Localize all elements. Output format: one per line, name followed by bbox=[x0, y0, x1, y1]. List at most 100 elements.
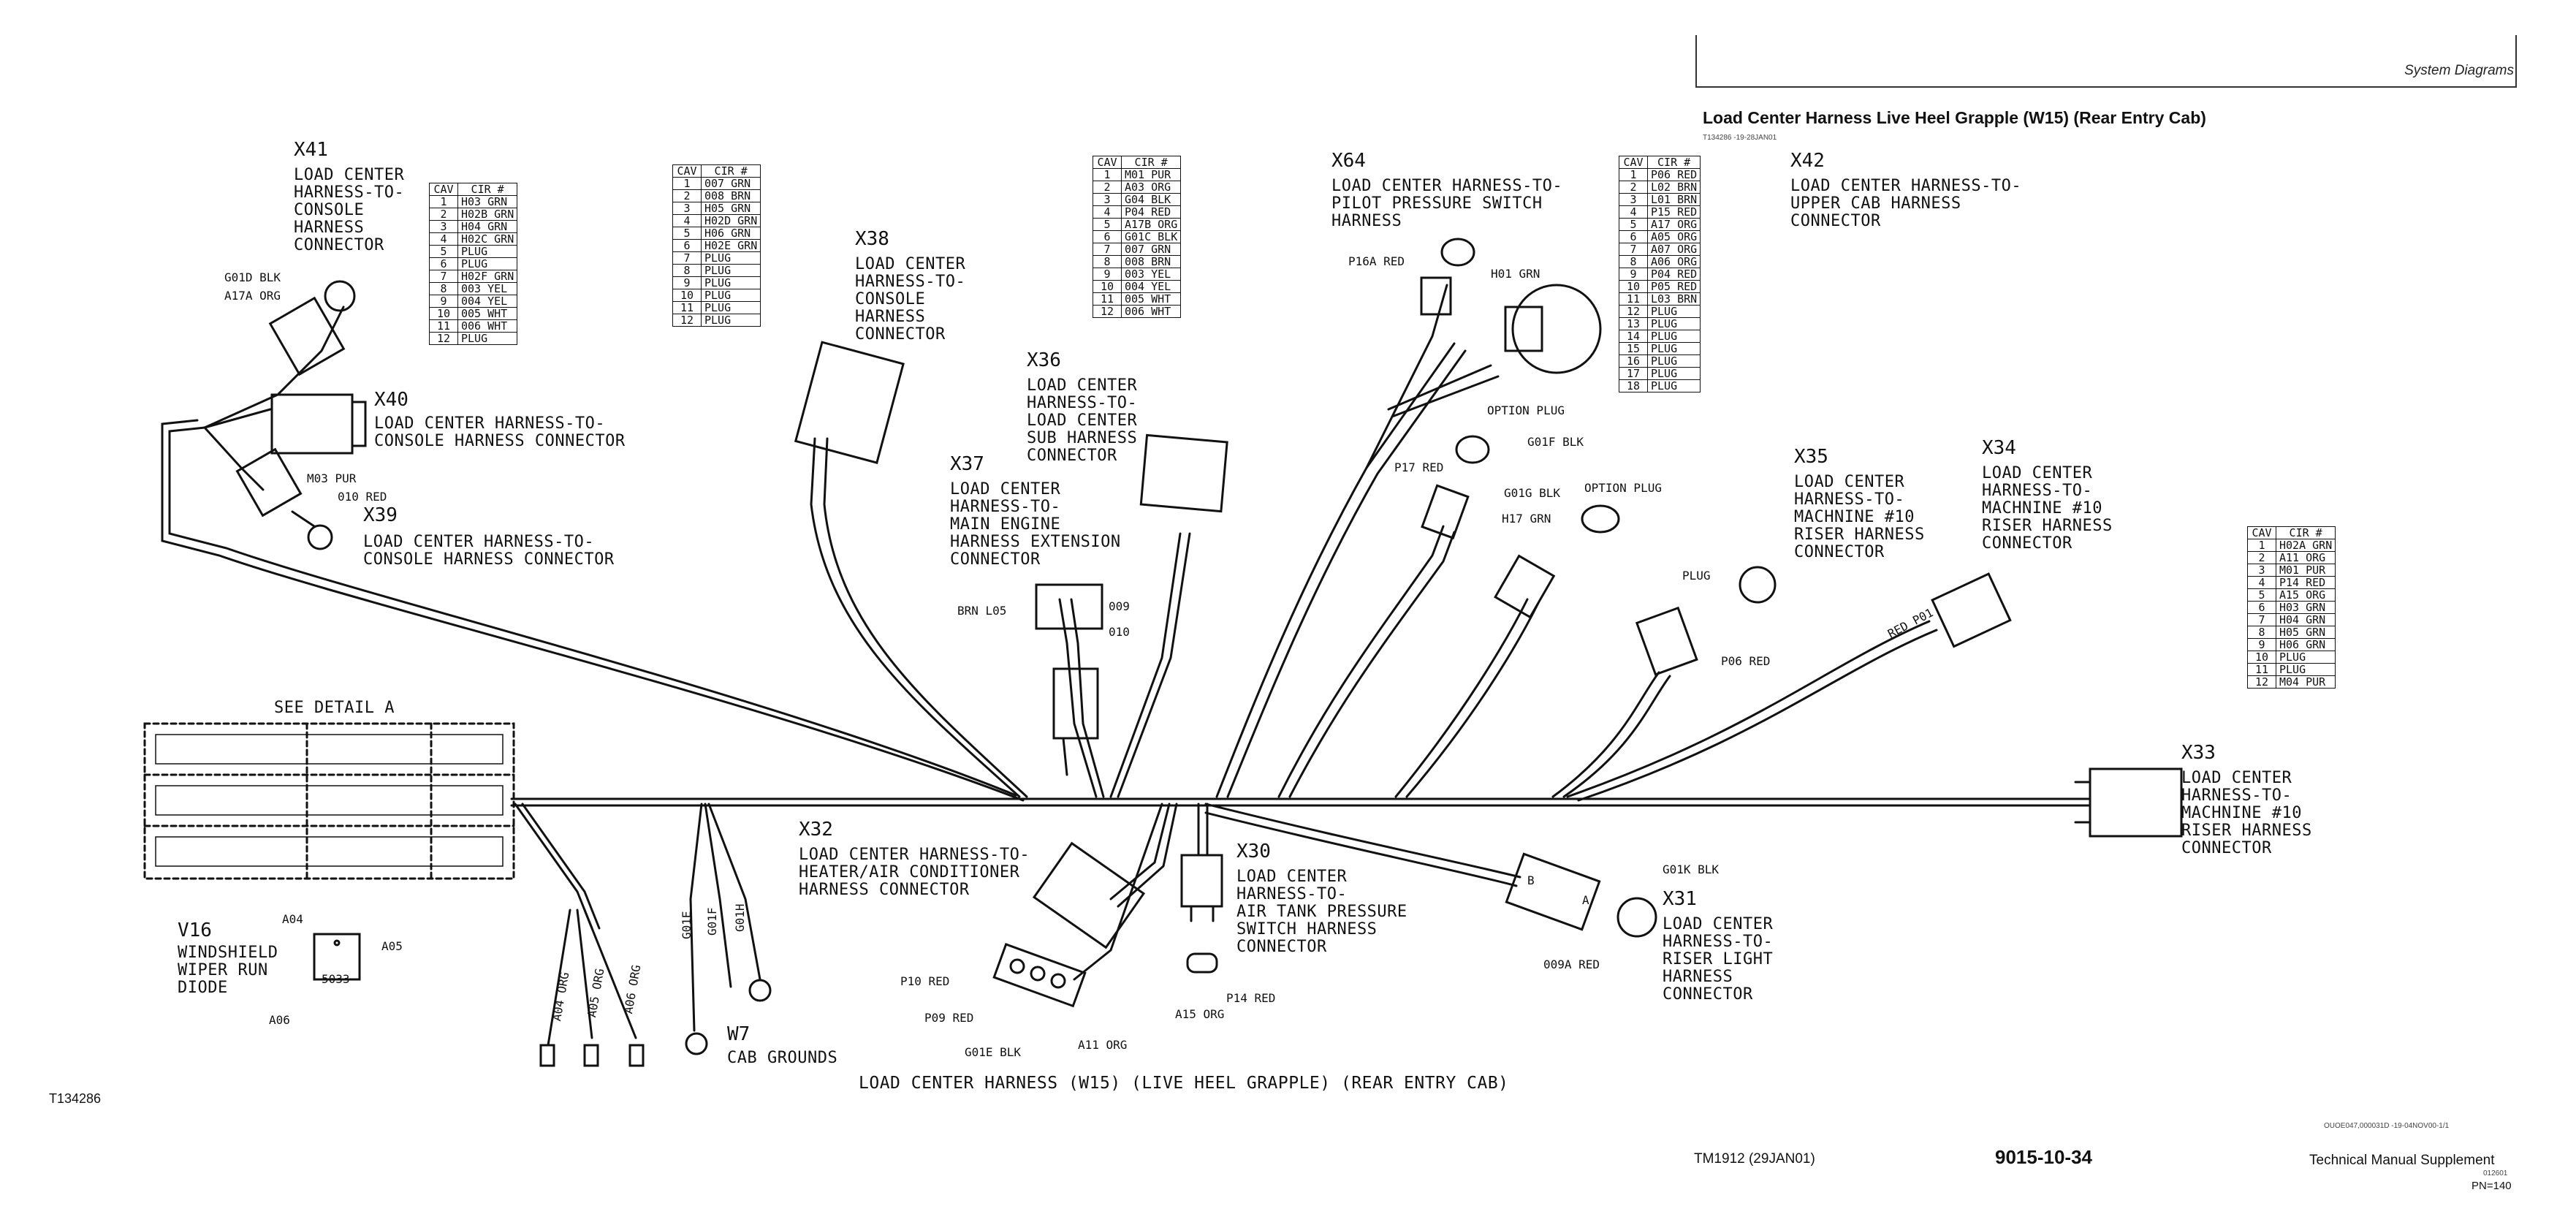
circuit-id: H03 GRN bbox=[457, 195, 518, 208]
wire-p14-red: P14 RED bbox=[1226, 991, 1276, 1005]
x37-id: X37 bbox=[950, 453, 984, 475]
x31-desc: LOAD CENTER HARNESS-TO- RISER LIGHT HARN… bbox=[1663, 915, 1774, 1004]
table-header: CIR # bbox=[1646, 156, 1701, 169]
wire-h17-grn: H17 GRN bbox=[1502, 512, 1551, 526]
cavity-number: 8 bbox=[1093, 255, 1122, 268]
circuit-id: 006 WHT bbox=[457, 319, 518, 333]
cavity-number: 8 bbox=[1619, 255, 1648, 268]
cavity-number: 7 bbox=[429, 270, 458, 283]
wire-g01d-blk: G01D BLK bbox=[224, 270, 281, 284]
cavity-number: 2 bbox=[1619, 181, 1648, 194]
cavity-number: 7 bbox=[1619, 243, 1648, 256]
ground-ring bbox=[685, 1032, 708, 1055]
wire-option-plug-2: OPTION PLUG bbox=[1584, 481, 1662, 495]
cavity-number: 6 bbox=[2247, 601, 2276, 614]
x37-connector bbox=[1035, 583, 1103, 630]
x35-desc: LOAD CENTER HARNESS-TO- MACHNINE #10 RIS… bbox=[1794, 473, 1925, 561]
footer-pn: PN=140 bbox=[2471, 1180, 2512, 1192]
x40-connector bbox=[270, 393, 354, 455]
wire-g01g-blk: G01G BLK bbox=[1504, 486, 1561, 500]
wire-g01e: G01E bbox=[680, 911, 694, 939]
cavity-number: 10 bbox=[429, 307, 458, 320]
x31-connector bbox=[1505, 852, 1601, 931]
wire-p17-red: P17 RED bbox=[1394, 460, 1444, 474]
figure-id: T134286 bbox=[49, 1091, 102, 1106]
x38-id: X38 bbox=[855, 228, 889, 250]
x30-id: X30 bbox=[1236, 841, 1271, 862]
cavity-number: 2 bbox=[2247, 551, 2276, 564]
diagram-title: Load Center Harness Live Heel Grapple (W… bbox=[1703, 108, 2206, 127]
cavity-number: 5 bbox=[2247, 588, 2276, 602]
cavity-number: 7 bbox=[2247, 613, 2276, 626]
wire-g01e-blk: G01E BLK bbox=[965, 1045, 1022, 1059]
circuit-id: PLUG bbox=[700, 314, 761, 327]
detail-a-box bbox=[143, 722, 515, 880]
circuit-id: 008 BRN bbox=[1120, 255, 1182, 268]
x40-desc: LOAD CENTER HARNESS-TO- CONSOLE HARNESS … bbox=[374, 414, 626, 450]
x30-connector bbox=[1180, 854, 1223, 908]
cavity-number: 9 bbox=[2247, 638, 2276, 651]
x42-desc: LOAD CENTER HARNESS-TO- UPPER CAB HARNES… bbox=[1790, 177, 2022, 230]
circuit-id: L01 BRN bbox=[1646, 193, 1701, 206]
cavity-number: 7 bbox=[672, 251, 702, 265]
x33-desc: LOAD CENTER HARNESS-TO- MACHNINE #10 RIS… bbox=[2181, 769, 2312, 857]
circuit-id: PLUG bbox=[2275, 663, 2336, 676]
circuit-id: M04 PUR bbox=[2275, 675, 2336, 689]
cavity-number: 3 bbox=[672, 202, 702, 215]
cavity-number: 2 bbox=[672, 189, 702, 202]
cavity-number: 9 bbox=[429, 295, 458, 308]
circuit-id: 007 GRN bbox=[700, 177, 761, 190]
wire-a05: A05 bbox=[381, 939, 403, 953]
x34-id: X34 bbox=[1982, 437, 2016, 459]
circuit-id: A05 ORG bbox=[1646, 230, 1701, 243]
cavity-number: 7 bbox=[1093, 243, 1122, 256]
circuit-id: P15 RED bbox=[1646, 205, 1701, 219]
circuit-id: PLUG bbox=[1646, 330, 1701, 343]
pin-a-label: A bbox=[1582, 893, 1589, 907]
w7-id: W7 bbox=[727, 1023, 751, 1045]
circuit-id: PLUG bbox=[1646, 379, 1701, 392]
cavity-number: 1 bbox=[1093, 168, 1122, 181]
v16-desc: WINDSHIELD WIPER RUN DIODE bbox=[178, 944, 278, 997]
x64-id: X64 bbox=[1331, 150, 1366, 172]
cavity-number: 8 bbox=[429, 282, 458, 295]
cavity-number: 6 bbox=[429, 257, 458, 270]
circuit-id: H04 GRN bbox=[457, 220, 518, 233]
cavity-number: 12 bbox=[429, 332, 458, 345]
wire-g01f-blk: G01F BLK bbox=[1527, 435, 1584, 449]
cavity-number: 15 bbox=[1619, 342, 1648, 355]
cavity-number: 3 bbox=[1619, 193, 1648, 206]
x36-id: X36 bbox=[1027, 349, 1061, 371]
table-header: CIR # bbox=[700, 164, 761, 178]
cavity-number: 4 bbox=[2247, 576, 2276, 589]
cavity-number: 12 bbox=[1093, 305, 1122, 318]
v16-diode bbox=[313, 933, 361, 981]
circuit-id: H02B GRN bbox=[457, 208, 518, 221]
x64-connector bbox=[1511, 284, 1602, 374]
circuit-id: PLUG bbox=[2275, 651, 2336, 664]
circuit-id: H04 GRN bbox=[2275, 613, 2336, 626]
x35-id: X35 bbox=[1794, 446, 1828, 468]
